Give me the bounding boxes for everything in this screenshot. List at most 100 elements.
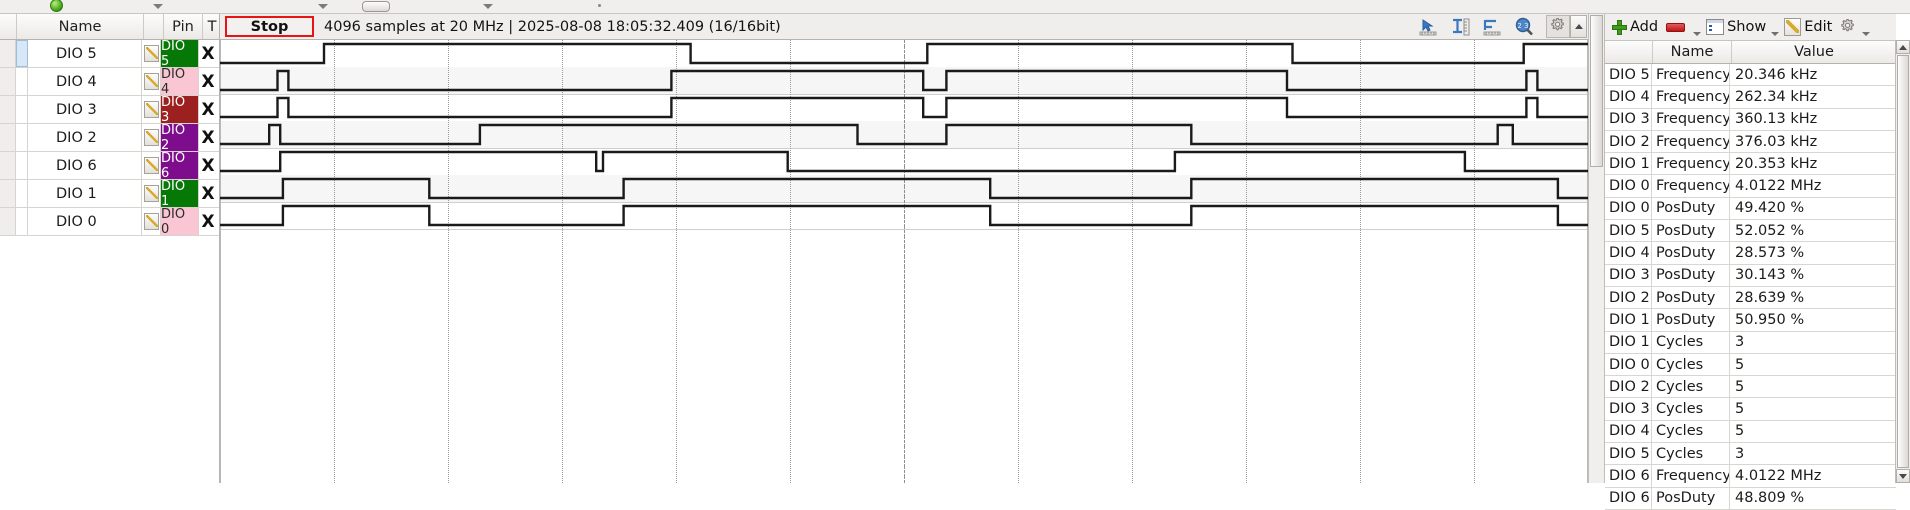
pin-badge[interactable]: DIO 0 — [161, 207, 199, 237]
row-marker[interactable] — [16, 68, 28, 95]
trigger-cell[interactable]: X — [199, 152, 217, 179]
show-measurements-button[interactable]: Show — [1703, 16, 1769, 38]
row-marker[interactable] — [16, 180, 28, 207]
trigger-cell[interactable]: X — [199, 208, 217, 235]
waveform-plot[interactable] — [220, 40, 1588, 483]
channel-name[interactable]: DIO 3 — [28, 96, 142, 123]
measurements-scroll-up-button[interactable] — [1896, 40, 1910, 54]
row-marker[interactable] — [16, 208, 28, 235]
row-select-cell[interactable] — [0, 124, 16, 151]
buffer-pill-icon[interactable] — [362, 1, 390, 12]
pin-badge[interactable]: DIO 4 — [161, 67, 199, 97]
row-select-cell[interactable] — [0, 152, 16, 179]
stop-button[interactable]: Stop — [225, 16, 314, 37]
channel-edit-button[interactable] — [142, 124, 161, 151]
channel-edit-button[interactable] — [142, 208, 161, 235]
edit-measurement-button[interactable]: Edit — [1781, 16, 1835, 38]
row-marker[interactable] — [16, 152, 28, 179]
measurements-scrollbar[interactable] — [1895, 40, 1910, 483]
record-indicator-icon[interactable] — [50, 0, 63, 12]
level-measure-icon[interactable] — [1482, 18, 1502, 36]
waveform-vertical-scrollbar[interactable] — [1588, 14, 1605, 483]
channel-edit-button[interactable] — [142, 40, 161, 67]
row-marker[interactable] — [16, 40, 28, 67]
measurements-settings-button[interactable] — [1837, 16, 1860, 38]
row-marker[interactable] — [16, 96, 28, 123]
gear-icon[interactable] — [1546, 15, 1570, 38]
scrollbar-thumb[interactable] — [1590, 15, 1603, 167]
column-header-edit[interactable] — [144, 14, 164, 39]
dropdown-caret-icon[interactable] — [318, 4, 328, 9]
channel-edit-button[interactable] — [142, 180, 161, 207]
dropdown-caret-icon[interactable] — [153, 4, 163, 9]
menu-dot-icon[interactable] — [598, 4, 601, 7]
channel-name[interactable]: DIO 0 — [28, 208, 142, 235]
measurements-scroll-down-button[interactable] — [1896, 469, 1910, 483]
column-header-measure-value[interactable]: Value — [1794, 44, 1834, 60]
channel-edit-button[interactable] — [142, 68, 161, 95]
pin-badge[interactable]: DIO 1 — [161, 179, 199, 209]
pin-badge[interactable]: DIO 3 — [161, 95, 199, 125]
add-measurement-button[interactable]: Add — [1609, 16, 1661, 38]
trigger-cell[interactable]: X — [199, 40, 217, 67]
channel-name[interactable]: DIO 1 — [28, 180, 142, 207]
channel-edit-button[interactable] — [142, 96, 161, 123]
row-select-cell[interactable] — [0, 40, 16, 67]
show-dropdown-caret-icon[interactable] — [1771, 32, 1780, 36]
channel-name[interactable]: DIO 4 — [28, 68, 142, 95]
column-header-name[interactable]: Name — [17, 14, 144, 39]
row-select-cell[interactable] — [0, 68, 16, 95]
width-measure-icon[interactable] — [1450, 18, 1470, 36]
column-header-channel[interactable] — [1605, 41, 1653, 63]
row-select-cell[interactable] — [0, 180, 16, 207]
trigger-cell[interactable]: X — [199, 96, 217, 123]
pin-badge[interactable]: DIO 6 — [161, 151, 199, 181]
column-header-trigger[interactable]: T — [207, 18, 217, 35]
channel-name[interactable]: DIO 6 — [28, 152, 142, 179]
pin-badge[interactable]: DIO 2 — [161, 123, 199, 153]
settings-dropdown-caret-icon[interactable] — [1862, 32, 1871, 36]
row-select-cell[interactable] — [0, 96, 16, 123]
scroll-up-button[interactable] — [1570, 15, 1587, 38]
row-select-cell[interactable] — [0, 208, 16, 235]
channel-name[interactable]: DIO 2 — [28, 124, 142, 151]
trigger-cell[interactable]: X — [199, 124, 217, 151]
column-header-measure-name[interactable]: Name — [1653, 41, 1732, 63]
trigger-cell[interactable]: X — [199, 68, 217, 95]
measurements-scrollbar-thumb[interactable] — [1897, 55, 1909, 468]
remove-dropdown-caret-icon[interactable] — [1693, 32, 1702, 36]
channel-name[interactable]: DIO 5 — [28, 40, 142, 67]
column-header-pin[interactable]: Pin — [164, 14, 203, 39]
column-header-select[interactable] — [0, 14, 17, 39]
zoom-search-icon[interactable]: 2 3 — [1514, 17, 1534, 36]
channel-edit-button[interactable] — [142, 152, 161, 179]
cursor-measure-icon[interactable] — [1418, 18, 1438, 36]
remove-measurement-button[interactable] — [1663, 16, 1691, 38]
